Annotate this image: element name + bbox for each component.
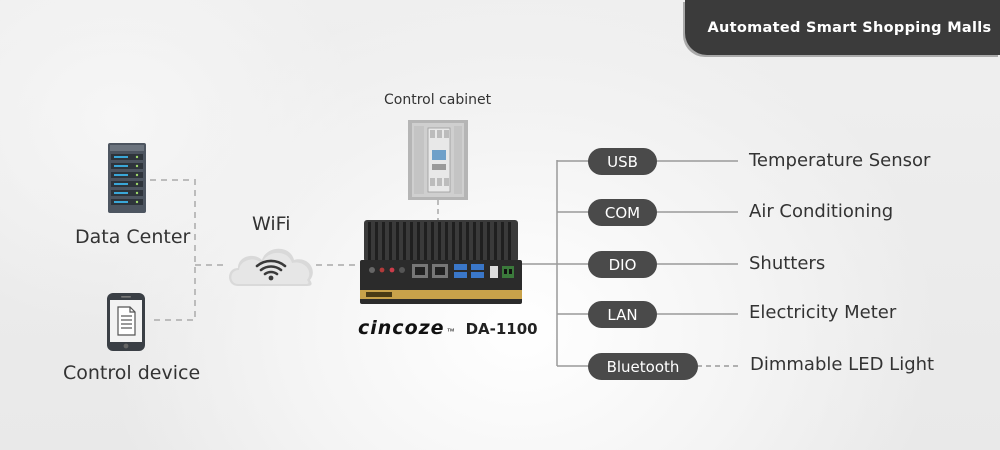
pill-com: COM bbox=[588, 199, 657, 226]
link-datacenter-wifi bbox=[150, 179, 196, 321]
product-branding: cincoze ™ DA-1100 bbox=[358, 317, 538, 339]
control-device-label: Control device bbox=[63, 362, 201, 384]
control-cabinet-label: Control cabinet bbox=[384, 92, 492, 108]
banner-title: Automated Smart Shopping Malls bbox=[707, 19, 992, 36]
brand-logo: cincoze bbox=[358, 317, 445, 339]
device-dimmable-led-light: Dimmable LED Light bbox=[750, 354, 935, 375]
pill-usb: USB bbox=[588, 148, 657, 175]
data-center-label: Data Center bbox=[75, 226, 191, 248]
device-electricity-meter: Electricity Meter bbox=[749, 302, 897, 323]
product-model: DA-1100 bbox=[465, 320, 538, 338]
pill-lan: LAN bbox=[588, 301, 657, 328]
server-rack-icon bbox=[108, 143, 146, 213]
pill-dio: DIO bbox=[588, 251, 657, 278]
title-banner: Automated Smart Shopping Malls bbox=[685, 0, 1000, 55]
device-air-conditioning: Air Conditioning bbox=[749, 201, 894, 222]
device-shutters: Shutters bbox=[749, 253, 826, 274]
wifi-cloud-icon bbox=[229, 248, 313, 286]
pill-bluetooth: Bluetooth bbox=[588, 353, 698, 380]
phone-icon bbox=[107, 293, 145, 351]
computer-da1100-icon bbox=[360, 220, 522, 304]
brand-trademark: ™ bbox=[446, 327, 455, 336]
control-cabinet-icon bbox=[408, 120, 468, 200]
device-temperature-sensor: Temperature Sensor bbox=[749, 150, 931, 171]
wifi-label: WiFi bbox=[252, 213, 291, 235]
